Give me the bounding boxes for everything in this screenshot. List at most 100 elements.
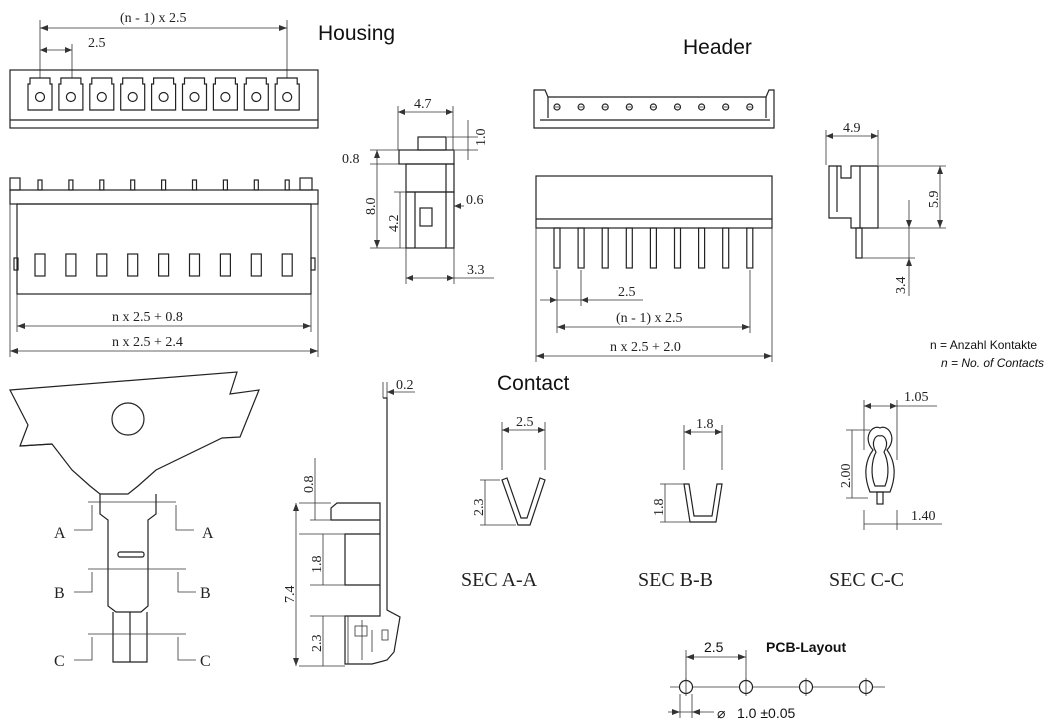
cut-b-left: B — [54, 585, 65, 602]
housing-window — [158, 253, 170, 277]
pcb-hole-dim: 1.0 ±0.05 — [737, 705, 795, 721]
housing-window — [65, 253, 77, 277]
contact-thickness-dim: 0.2 — [396, 378, 414, 393]
housing-slot — [212, 77, 238, 111]
housing-slot — [274, 77, 300, 111]
header-pin-hole — [553, 103, 561, 111]
contact-front-view: A A B B C C — [9, 371, 260, 670]
contact-section-a-dim: 0.8 — [302, 476, 317, 494]
pcb-pitch-dim: 2.5 — [704, 639, 724, 655]
header-pin-length-dim: 3.4 — [894, 277, 909, 295]
housing-slot-hole — [220, 91, 231, 103]
housing-slot — [151, 77, 177, 111]
housing-tooth — [99, 179, 105, 191]
housing-title: Housing — [318, 22, 395, 45]
header-pin — [722, 227, 730, 269]
header-pin-hole — [625, 103, 633, 111]
housing-slot-hole — [158, 91, 169, 103]
housing-slot — [181, 77, 208, 111]
housing-slot-hole — [34, 91, 46, 103]
housing-tooth — [37, 179, 43, 191]
contact-section-b-dim: 1.8 — [310, 556, 325, 574]
pcb-layout: PCB-Layout 2.5 ⌀ 1.0 ±0.05 — [668, 639, 885, 721]
housing-tooth — [130, 179, 136, 191]
section-c-c: 1.05 2.00 1.40 SEC C-C — [829, 390, 942, 591]
housing-slot — [89, 77, 115, 111]
housing-base-dim: 3.3 — [467, 263, 485, 278]
housing-tooth — [161, 179, 167, 191]
sec-c-label: SEC C-C — [829, 569, 904, 591]
housing-window — [34, 253, 46, 277]
header-width-dim: n x 2.5 + 2.0 — [610, 340, 681, 355]
pcb-diameter-symbol: ⌀ — [717, 705, 725, 721]
housing-ledge-dim: 0.8 — [342, 152, 360, 167]
header-pin-hole — [601, 103, 609, 111]
housing-window — [127, 253, 139, 277]
sec-a-label: SEC A-A — [461, 569, 538, 591]
housing-slot — [243, 77, 269, 111]
note-de: n = Anzahl Kontakte — [930, 338, 1037, 352]
housing-window — [188, 253, 201, 277]
header-pin — [601, 227, 609, 269]
cut-c-right: C — [200, 653, 211, 670]
header-pin — [577, 227, 585, 269]
header-pitch-span-dim: (n - 1) x 2.5 — [616, 311, 683, 326]
contact-section-c-dim: 2.3 — [310, 635, 325, 653]
header-front-view: 2.5 (n - 1) x 2.5 n x 2.5 + 2.0 — [535, 175, 773, 362]
housing-tooth — [191, 179, 198, 191]
housing-tooth — [284, 179, 290, 191]
header-pin — [649, 227, 658, 269]
header-pin — [673, 227, 682, 269]
housing-tooth — [68, 179, 74, 191]
housing-slot-hole — [65, 91, 77, 103]
housing-side-width-dim: 4.7 — [414, 97, 432, 112]
header-pin — [625, 227, 633, 269]
note-en: n = No. of Contacts — [941, 356, 1044, 370]
sec-b-label: SEC B-B — [638, 569, 713, 591]
housing-tooth — [253, 179, 259, 191]
header-side-width-dim: 4.9 — [843, 121, 861, 136]
housing-slot-hole — [251, 91, 262, 103]
section-a-a: 2.5 2.3 SEC A-A — [461, 415, 546, 591]
housing-front-view: n x 2.5 + 0.8 n x 2.5 + 2.4 — [9, 177, 319, 357]
housing-pitch-dim: 2.5 — [88, 36, 106, 51]
cut-b-right: B — [200, 585, 211, 602]
header-pin-hole — [649, 103, 658, 111]
pcb-layout-title: PCB-Layout — [766, 639, 846, 655]
housing-top-step-dim: 1.0 — [474, 129, 489, 147]
sec-b-height-dim: 1.8 — [652, 499, 667, 517]
cut-a-right: A — [202, 525, 214, 542]
header-pin-hole — [746, 103, 754, 111]
housing-top-view: (n - 1) x 2.5 2.5 — [9, 11, 319, 129]
housing-slot-hole — [189, 91, 200, 103]
section-b-b: 1.8 1.8 SEC B-B — [638, 417, 723, 591]
housing-end-post — [9, 177, 21, 191]
housing-slot — [58, 77, 84, 111]
housing-window — [250, 253, 262, 277]
housing-tooth — [222, 179, 228, 191]
contact-title: Contact — [497, 372, 570, 395]
housing-window — [281, 253, 293, 277]
housing-window-dim: 4.2 — [387, 215, 402, 233]
housing-window — [96, 253, 108, 277]
housing-side-view: 4.7 1.0 0.8 8.0 4.2 0.6 — [342, 97, 494, 284]
housing-window — [219, 253, 231, 277]
cut-a-left: A — [54, 525, 66, 542]
header-pin-hole — [673, 103, 682, 111]
header-pin — [553, 227, 561, 269]
housing-slot-hole — [282, 91, 293, 103]
contact-side-view: 0.2 0.8 1.8 2.3 7.4 — [283, 378, 415, 667]
header-top-view — [533, 89, 775, 129]
housing-slot-hole — [96, 91, 107, 103]
sec-b-width-dim: 1.8 — [696, 417, 714, 432]
header-pin-hole — [697, 103, 706, 111]
header-pin — [746, 227, 754, 269]
sec-c-depth-dim: 1.40 — [911, 509, 936, 524]
contact-total-dim: 7.4 — [283, 586, 298, 604]
header-title: Header — [683, 36, 752, 59]
housing-pitch-span-dim: (n - 1) x 2.5 — [120, 11, 187, 26]
housing-slot — [120, 77, 146, 111]
sec-c-width-dim: 1.05 — [904, 390, 929, 405]
housing-slot-hole — [127, 91, 138, 103]
